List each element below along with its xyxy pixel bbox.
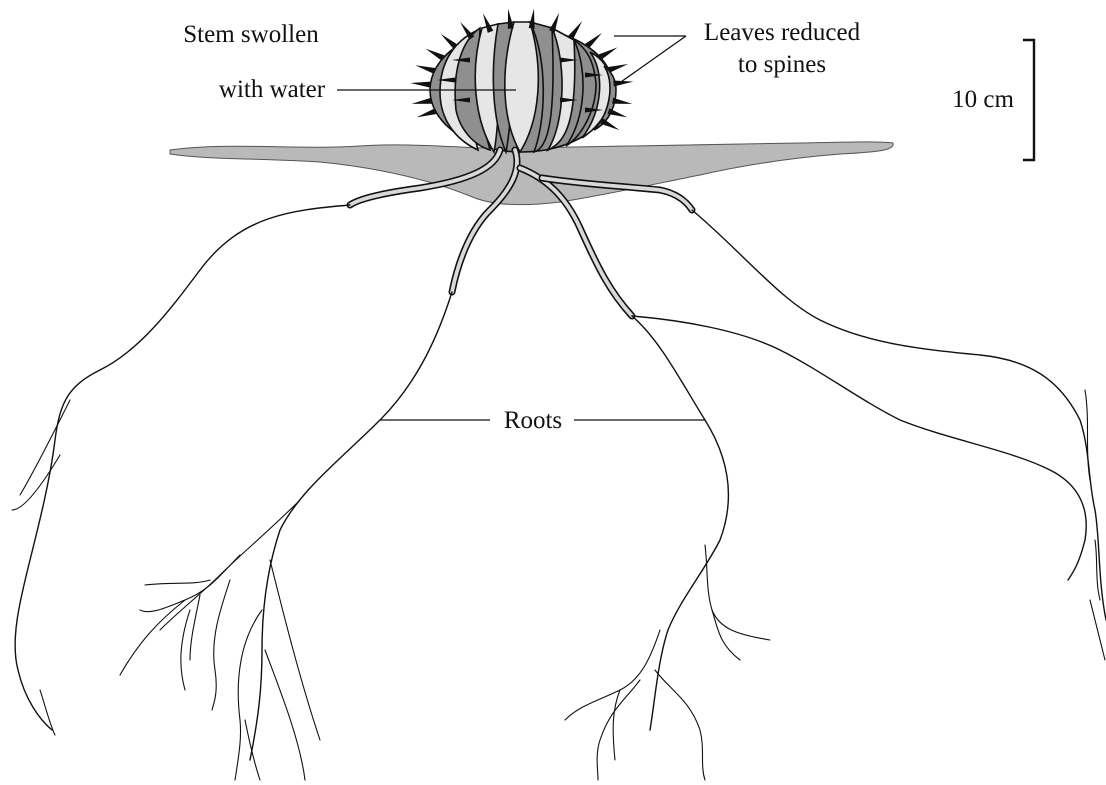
spine-icon	[415, 65, 435, 73]
scale-bar	[1023, 40, 1034, 160]
spine-icon	[410, 82, 430, 88]
cactus-stem	[430, 22, 616, 152]
stem-label-line1: Stem swollen	[183, 21, 319, 48]
spine-icon	[613, 81, 633, 87]
roots-label: Roots	[504, 407, 562, 434]
spine-icon	[568, 21, 582, 39]
leaves-label-line2: to spines	[738, 51, 826, 78]
spine-icon	[426, 49, 445, 61]
leaves-label-line1: Leaves reduced	[704, 19, 861, 46]
spine-icon	[417, 108, 437, 117]
spine-icon	[608, 108, 628, 117]
spine-icon	[508, 9, 514, 29]
root-system	[12, 150, 1106, 780]
spine-icon	[608, 64, 628, 73]
spine-icon	[599, 47, 618, 59]
spine-icon	[612, 98, 632, 104]
spine-icon	[585, 33, 602, 49]
spine-icon	[600, 118, 619, 130]
stem-label-line2: with water	[219, 76, 326, 103]
scale-label: 10 cm	[952, 86, 1014, 113]
spine-icon	[441, 34, 458, 49]
spine-icon	[412, 98, 432, 104]
spine-icon	[529, 8, 535, 28]
spine-icon	[549, 13, 559, 33]
leaves-leader-lines	[614, 36, 686, 84]
